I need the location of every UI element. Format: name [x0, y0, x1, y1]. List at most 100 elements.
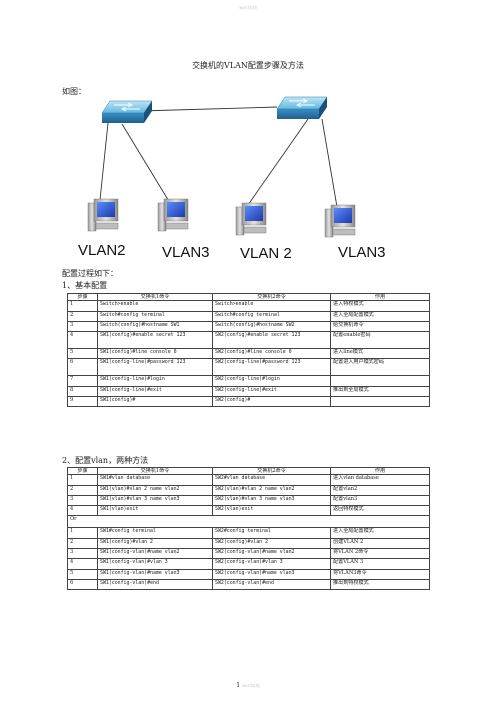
purpose-cell: [330, 375, 430, 387]
or-label: Or: [67, 515, 430, 529]
switch2-cmd-cell: SW2(config)#line console 0: [212, 348, 331, 360]
purpose-cell: 将VLAN 2命令: [330, 548, 430, 560]
col-switch1: 交换机1命令: [97, 466, 213, 476]
table-header-row: 步骤 交换机1命令 交换机2命令 作用: [67, 466, 430, 476]
step-cell: 3: [67, 320, 98, 333]
step-cell: 5: [67, 348, 98, 360]
pc-1-icon: [87, 198, 119, 232]
purpose-cell: 配置VLAN 3: [330, 558, 430, 570]
vlan-label-2: VLAN3: [162, 244, 210, 261]
col-purpose: 作用: [330, 292, 430, 302]
page-title: 交换机的VLAN配置步骤及方法: [192, 61, 304, 70]
switch2-cmd-cell: SW2(config-vlan)#end: [212, 578, 331, 591]
purpose-cell: 配置enable密码: [330, 331, 430, 350]
switch2-cmd-cell: Switch#config terminal: [212, 310, 331, 322]
step-cell: 2: [67, 537, 98, 550]
step-cell: 7: [67, 375, 98, 387]
config-intro: 配置过程如下：: [62, 269, 118, 278]
vlan-label-1: VLAN2: [78, 242, 126, 259]
switch-1-icon: [101, 100, 153, 123]
switch2-cmd-cell: Switch(config)#hostname SW2: [212, 320, 331, 333]
switch2-cmd-cell: SW2(config-vlan)#name vlan2: [212, 548, 331, 560]
step-cell: 8: [67, 385, 98, 398]
switch1-cmd-cell: SW1#config terminal: [97, 527, 213, 539]
switch1-cmd-cell: SW1(config-vlan)#name vlan2: [97, 548, 213, 560]
switch1-cmd-cell: SW1(config)#vlan 2: [97, 537, 213, 550]
switch2-cmd-cell: SW2(vlan)#vlan 3 name vlan3: [212, 494, 331, 507]
purpose-cell: 进入全局配置模式: [330, 527, 430, 539]
switch2-cmd-cell: SW2(config-line)#password 123: [212, 358, 331, 377]
switch2-cmd-cell: SW2(config-vlan)#vlan 3: [212, 558, 331, 570]
purpose-cell: 返回特权模式: [330, 505, 430, 517]
switch2-cmd-cell: SW2(vlan)exit: [212, 505, 331, 517]
or-row: Or: [67, 515, 430, 529]
switch1-cmd-cell: SW1(config-line)#login: [97, 375, 213, 387]
switch2-cmd-cell: SW2(config-line)#login: [212, 375, 331, 387]
step-cell: 5: [67, 568, 98, 580]
switch2-cmd-cell: SW2(vlan)#vlan 2 name vlan2: [212, 484, 331, 496]
purpose-cell: 推出到特权模式: [330, 578, 430, 591]
switch1-cmd-cell: SW1#vlan database: [97, 474, 213, 486]
vlan-label-3: VLAN 2: [240, 245, 292, 262]
switch1-cmd-cell: SW1(vlan)exit: [97, 505, 213, 517]
network-links: [99, 106, 338, 208]
col-switch2: 交换机2命令: [212, 466, 331, 476]
step-cell: 4: [67, 331, 98, 350]
switch1-cmd-cell: SW1(config-line)#exit: [97, 385, 213, 398]
switch2-cmd-cell: SW2#config terminal: [212, 527, 331, 539]
network-diagram: VLAN2 VLAN3 VLAN 2 VLAN3: [78, 96, 386, 262]
page-footer: 1 word文档: [0, 682, 496, 689]
step-cell: 3: [67, 548, 98, 560]
figure-label: 如图：: [62, 87, 86, 96]
purpose-cell: 配置vlan2: [330, 484, 430, 496]
section1-title: 1、基本配置: [62, 281, 108, 290]
step-cell: 6: [67, 358, 98, 377]
switch1-cmd-cell: SW1(config)#: [97, 396, 213, 408]
col-step: 步骤: [67, 292, 98, 302]
switch1-cmd-cell: SW1(config)#enable secret 123: [97, 331, 213, 350]
switch2-cmd-cell: SW2(config)#vlan 2: [212, 537, 331, 550]
col-purpose: 作用: [330, 466, 430, 476]
header-watermark: word文档: [239, 5, 257, 10]
page-number: 1: [236, 682, 241, 689]
section2-title: 2、配置vlan，两种方法: [62, 456, 149, 465]
step-cell: 4: [67, 558, 98, 570]
switch2-cmd-cell: SW2(config-vlan)#name vlan3: [212, 568, 331, 580]
pc-3-icon: [235, 202, 267, 236]
step-cell: 1: [67, 527, 98, 539]
step-cell: 2: [67, 484, 98, 496]
step-cell: 2: [67, 310, 98, 322]
switch1-cmd-cell: SW1(config)#line console 0: [97, 348, 213, 360]
switch1-cmd-cell: Switch#config terminal: [97, 310, 213, 322]
switch1-cmd-cell: SW1(config-line)#password 123: [97, 358, 213, 377]
pc-4-icon: [324, 204, 356, 238]
vlan-label-4: VLAN3: [338, 244, 386, 261]
switch2-cmd-cell: SW2(config-line)#exit: [212, 385, 331, 398]
config-intro-block: 配置过程如下： 1、基本配置: [62, 268, 118, 292]
purpose-cell: 配置vlan3: [330, 494, 430, 507]
col-switch2: 交换机2命令: [212, 292, 331, 302]
switch1-cmd-cell: Switch>enable: [97, 300, 213, 312]
step-cell: 1: [67, 300, 98, 312]
footer-watermark: word文档: [241, 683, 260, 688]
switch1-cmd-cell: SW1(config-vlan)#end: [97, 578, 213, 591]
switch-2-icon: [276, 96, 328, 119]
purpose-cell: 进入vlan database: [330, 474, 430, 486]
